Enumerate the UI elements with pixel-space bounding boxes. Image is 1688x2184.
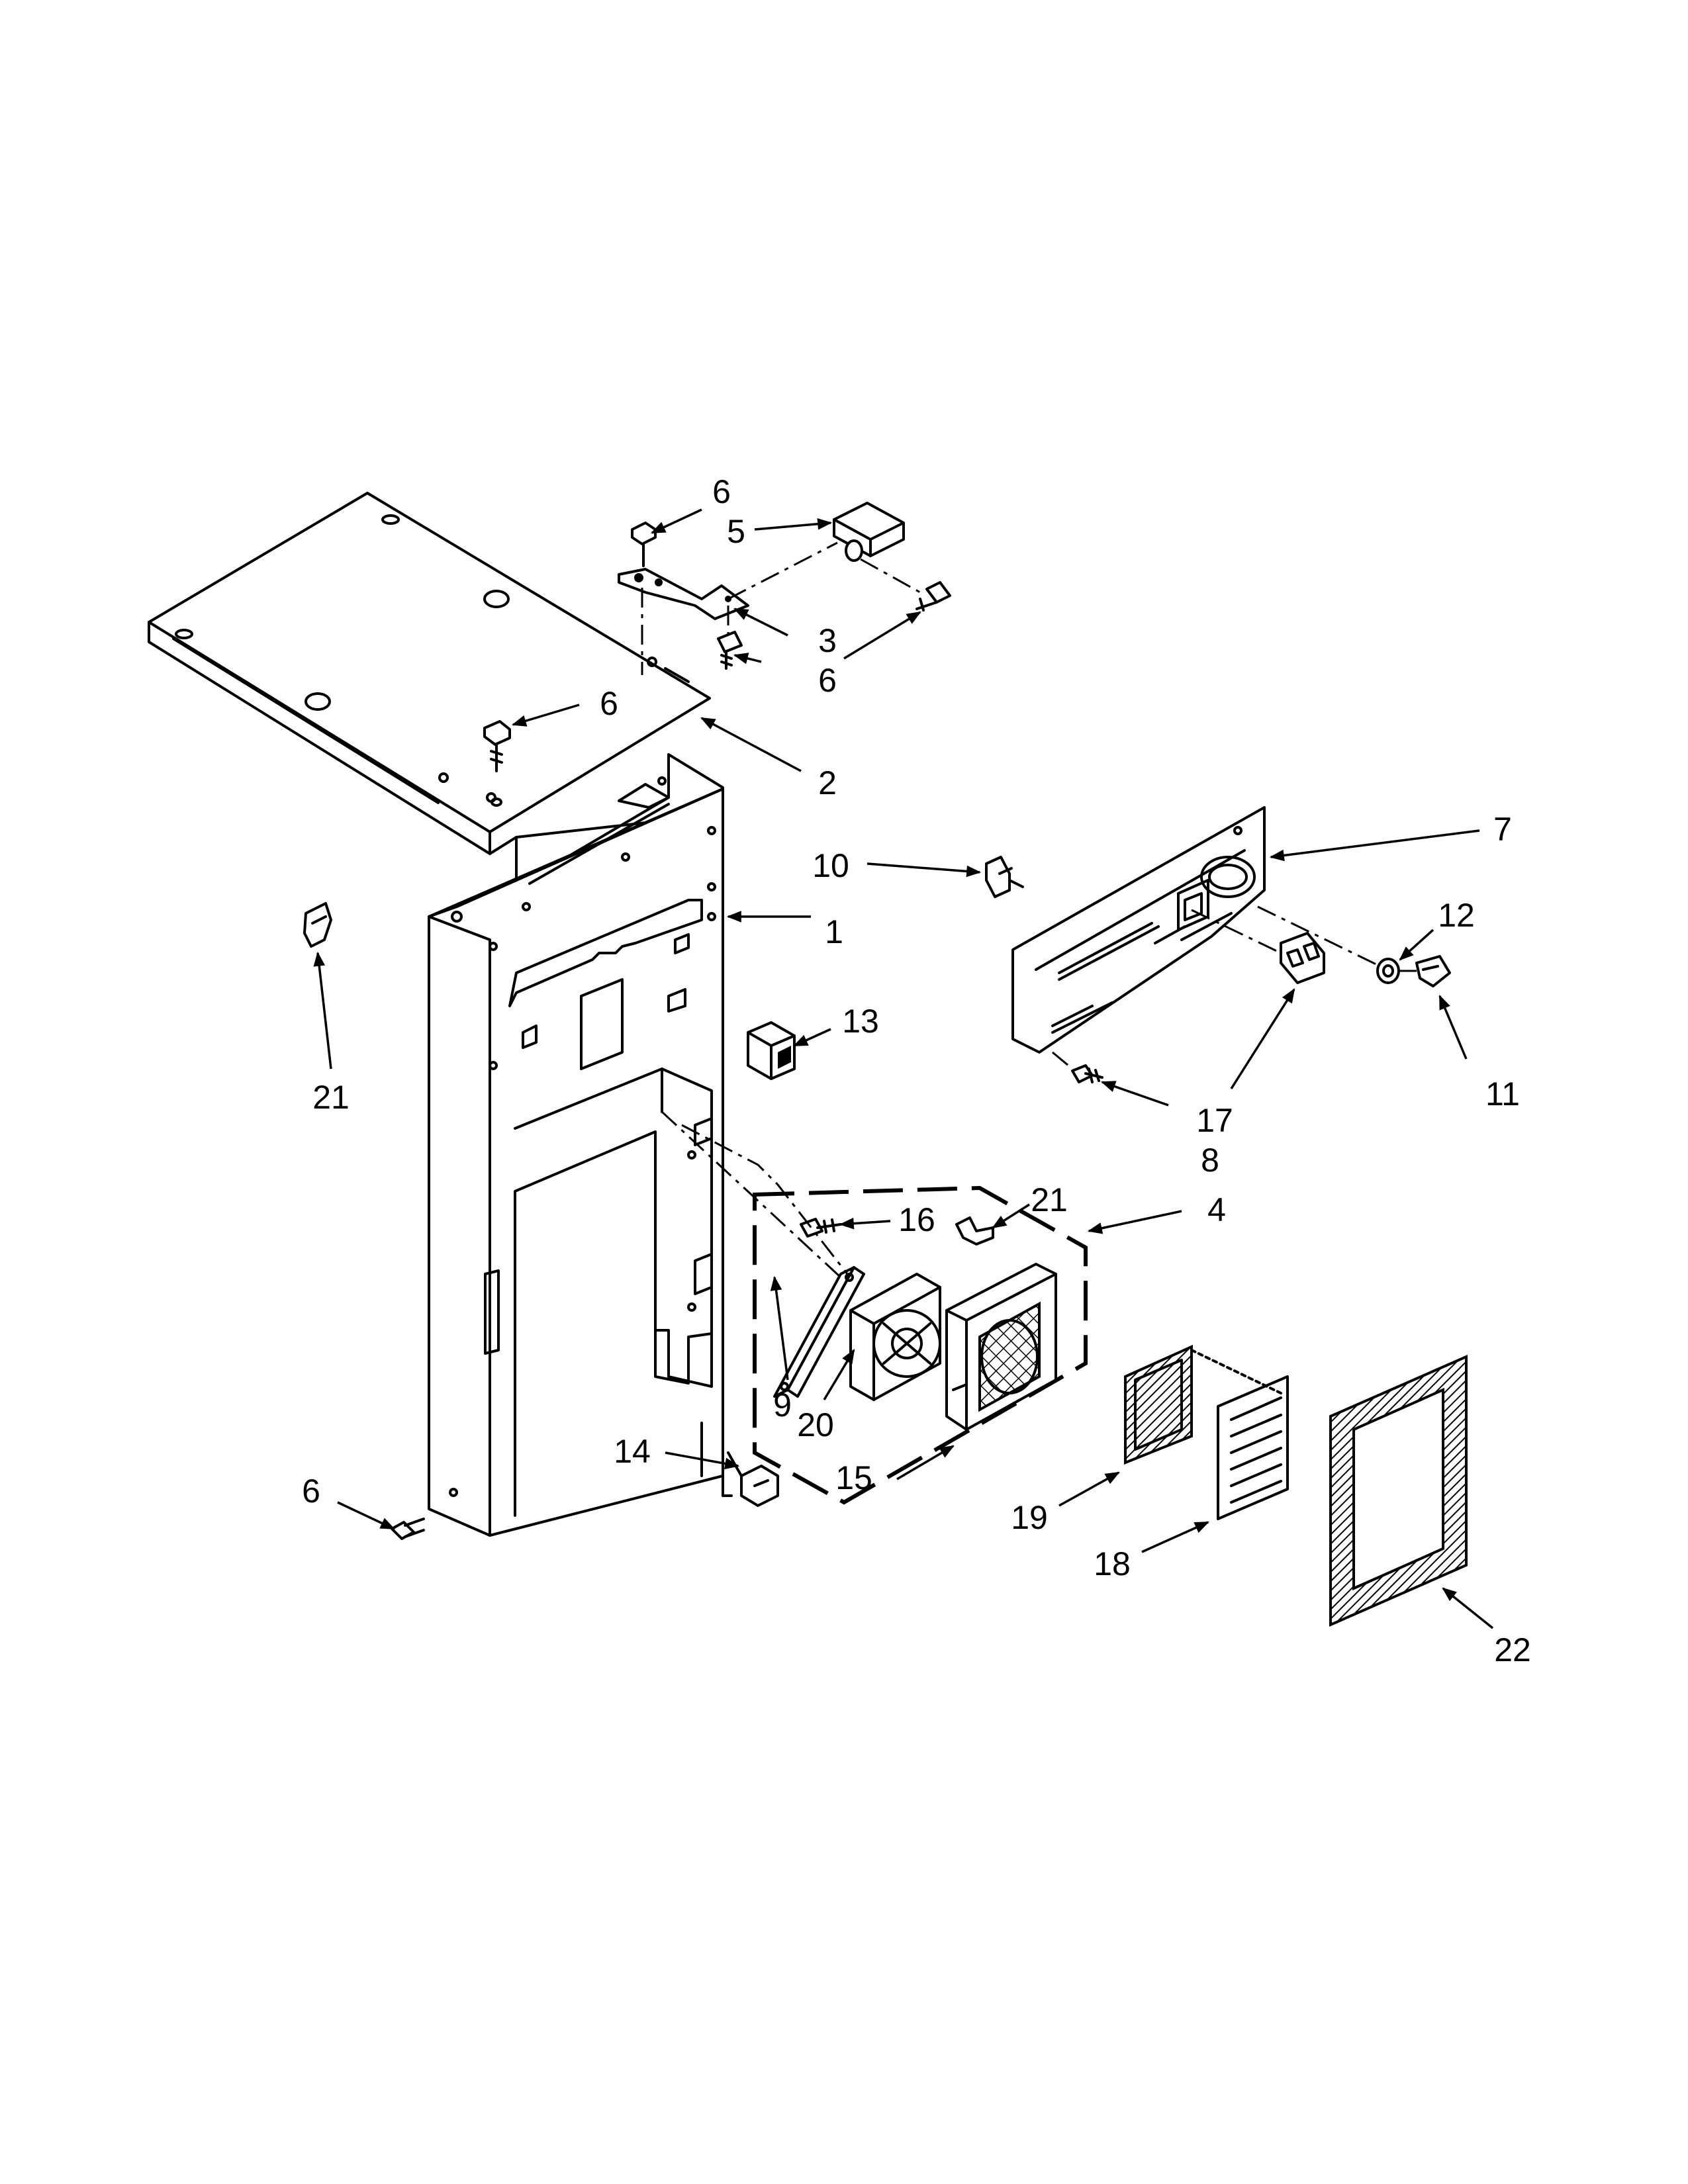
fan-kit-4 [753,1185,1088,1505]
rocker-switch-13 [747,1021,796,1080]
bracket-bar-9 [661,1111,865,1398]
callout-21-kit: 21 [1031,1181,1068,1218]
clip-21-left [303,902,332,948]
callout-5: 5 [727,513,745,550]
callout-1: 1 [825,913,843,950]
hinge-block [833,502,905,562]
callout-17: 17 [1196,1102,1233,1139]
control-panel [1011,806,1266,1054]
callout-14: 14 [614,1433,651,1470]
hinge-bracket [618,541,921,675]
callout-21-left: 21 [312,1079,350,1116]
callout-13: 13 [842,1003,879,1040]
callout-18: 18 [1094,1545,1131,1582]
callout-6-bottom: 6 [302,1473,320,1510]
callout-4: 4 [1207,1191,1226,1228]
callout-6-mid: 6 [600,685,618,722]
callout-20: 20 [797,1406,834,1443]
screw-6-c [915,581,951,612]
switch-10 [985,856,1024,898]
callout-6-right: 6 [818,662,837,699]
fan-20 [849,1273,941,1401]
callout-8-visible: 8 [1201,1142,1219,1179]
callout-16: 16 [898,1201,935,1238]
screw-6-d [483,720,511,807]
clip-21-kit [955,1216,994,1246]
grille-18 [1190,1349,1289,1520]
callout-15: 15 [835,1459,872,1496]
screw-6-e [391,1518,425,1540]
callout-10: 10 [812,847,849,884]
callout-19: 19 [1011,1499,1048,1536]
callout-12: 12 [1438,897,1475,934]
leader-lines [313,508,1494,1629]
callout-3: 3 [818,622,837,659]
callout-22: 22 [1494,1631,1531,1668]
frame-panel [428,753,733,1537]
fan-shroud-15 [945,1263,1057,1431]
callout-6-top: 6 [712,473,731,510]
callout-labels: 6 5 3 6 6 2 1 7 10 12 13 17 8 11 16 4 21… [302,473,1531,1668]
top-cover-plate [148,492,711,855]
screw-8 [1052,1051,1103,1083]
screw-6-b [717,631,743,670]
washer-12 [1257,905,1417,984]
callout-11: 11 [1485,1075,1520,1113]
screw-6-a [631,522,657,567]
switch-block-17 [1191,909,1325,984]
callout-7: 7 [1493,811,1512,848]
callout-9: 9 [773,1387,792,1424]
screw-16 [800,1218,842,1238]
callout-2: 2 [818,764,837,801]
knob-11 [1415,955,1451,987]
gasket-22 [1329,1354,1468,1627]
filter-19 [1124,1344,1193,1465]
switch-14 [727,1451,779,1507]
